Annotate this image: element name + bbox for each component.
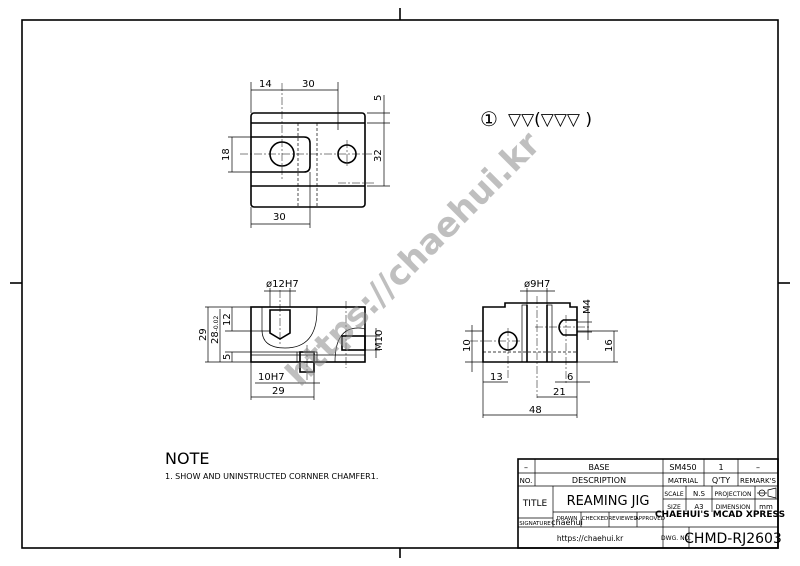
dim-32: 32 — [373, 149, 384, 162]
header-description: DESCRIPTION — [572, 476, 626, 485]
reviewed-label: REVIEWED — [608, 516, 637, 522]
scale-value: N.S — [693, 490, 705, 498]
dim-dia-9h7: ø9H7 — [524, 279, 550, 290]
dim-5: 5 — [373, 95, 384, 101]
dim-m4: M4 — [582, 299, 593, 314]
checked-label: CHECKED — [582, 516, 609, 522]
header-qty: Q'TY — [712, 476, 730, 485]
header-no: NO. — [520, 477, 533, 485]
scale-label: SCALE — [664, 491, 683, 498]
company-url: https://chaehui.kr — [557, 534, 624, 543]
dimension-label: DIMENSION — [716, 504, 751, 511]
size-value: A3 — [694, 503, 703, 511]
title-block: – BASE SM450 1 – NO. DESCRIPTION MATRIAL… — [517, 458, 785, 549]
company-name: CHAEHUI'S MCAD XPRESS — [655, 510, 785, 520]
dimension-value: mm — [759, 503, 773, 511]
front-view: ø12H7 29 28-0.02 12 5 10H7 29 M10 — [198, 279, 385, 400]
dim-18: 18 — [221, 148, 232, 161]
drawn-label: DRAWN — [557, 516, 578, 522]
dim-29-height: 29 — [198, 328, 209, 341]
dim-13: 13 — [490, 372, 503, 383]
size-label: SIZE — [667, 504, 681, 511]
third-angle-projection-icon — [757, 487, 777, 499]
side-view: ø9H7 M4 16 10 13 6 21 48 — [462, 279, 618, 418]
dim-10: 10 — [462, 339, 473, 352]
center-marks — [10, 8, 790, 558]
dim-28: 28-0.02 — [210, 316, 221, 344]
quantity: 1 — [718, 463, 723, 472]
dim-48: 48 — [529, 405, 542, 416]
projection-label: PROJECTION — [715, 491, 752, 498]
title-label: TITLE — [522, 499, 548, 509]
dim-30-top: 30 — [302, 79, 315, 90]
surface-finish-number: ① — [480, 107, 498, 131]
dim-6: 6 — [567, 372, 573, 383]
note-title: NOTE — [165, 449, 209, 468]
dim-dia-12h7: ø12H7 — [266, 279, 299, 290]
drawing-number: CHMD-RJ2603 — [684, 531, 782, 547]
dim-5-front: 5 — [222, 354, 233, 360]
part-no: – — [524, 463, 528, 472]
signature-label: SIGNATURE — [519, 521, 551, 527]
note-text: 1. SHOW AND UNINSTRUCTED CORNNER CHAMFER… — [165, 472, 378, 481]
dim-16: 16 — [604, 339, 615, 352]
dim-30-bottom: 30 — [273, 212, 286, 223]
dim-m10: M10 — [374, 330, 385, 351]
dim-21: 21 — [553, 387, 566, 398]
dim-14: 14 — [259, 79, 272, 90]
dwg-no-label: DWG. NO. — [661, 535, 691, 542]
part-name: BASE — [588, 463, 609, 472]
dim-29-width: 29 — [272, 386, 285, 397]
top-view: 14 30 5 32 18 30 — [221, 79, 390, 228]
surface-finish-symbol: ▽▽(▽▽▽ ) — [508, 110, 592, 130]
dim-10h7: 10H7 — [258, 372, 285, 383]
drawing-title: REAMING JIG — [567, 494, 650, 509]
header-remarks: REMARK'S — [740, 477, 776, 485]
signature-value: chaehui — [551, 518, 583, 527]
dim-12: 12 — [222, 313, 233, 326]
approved-label: APPROVED — [635, 516, 665, 522]
remarks: – — [756, 463, 760, 472]
header-material: MATRIAL — [668, 477, 698, 485]
material: SM450 — [669, 463, 696, 472]
